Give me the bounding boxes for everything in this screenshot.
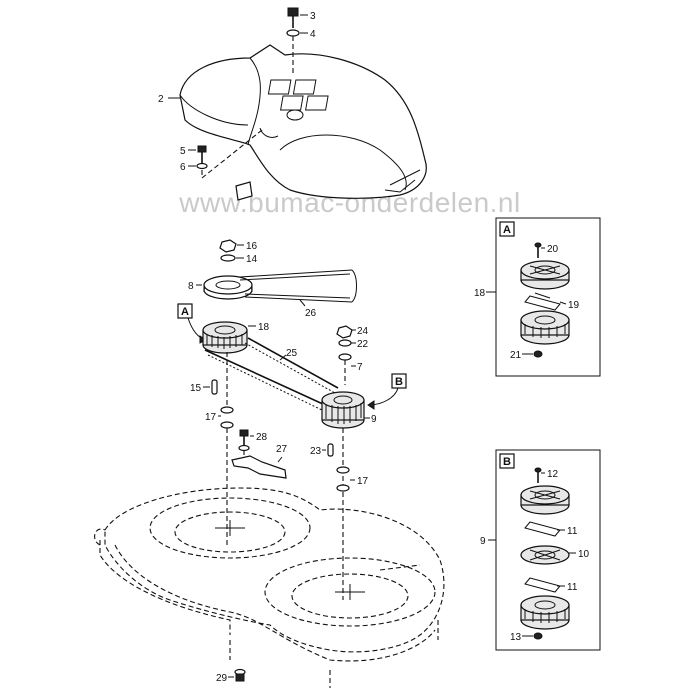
bolt-5	[196, 129, 263, 180]
bolt-3	[286, 7, 300, 75]
label-17-left: 17	[205, 412, 217, 423]
label-23: 23	[310, 446, 322, 457]
label-2: 2	[158, 94, 164, 105]
label-29: 29	[216, 673, 228, 684]
nut-16	[219, 239, 237, 262]
box-b-label-13: 13	[510, 632, 522, 643]
callout-b-label: B	[395, 376, 403, 388]
nut-24	[336, 325, 353, 385]
detail-box-a-letter: A	[503, 224, 511, 236]
label-9: 9	[371, 414, 377, 425]
label-4: 4	[310, 29, 316, 40]
label-26: 26	[305, 308, 317, 319]
detail-box-b-letter: B	[503, 456, 511, 468]
box-b-label-12: 12	[547, 469, 559, 480]
box-a-label-18: 18	[474, 288, 486, 299]
label-28: 28	[256, 432, 268, 443]
box-b-label-11-top: 11	[567, 526, 578, 537]
callout-b	[391, 373, 407, 389]
label-22: 22	[357, 339, 369, 350]
label-8: 8	[188, 281, 194, 292]
callout-a	[177, 303, 193, 319]
box-b-label-11-bottom: 11	[567, 582, 578, 593]
label-17-right: 17	[357, 476, 369, 487]
callout-a-label: A	[181, 306, 189, 318]
box-b-label-9: 9	[480, 536, 486, 547]
pin-15	[211, 379, 218, 395]
box-a-label-21: 21	[510, 350, 522, 361]
mower-cover	[179, 44, 427, 199]
label-5: 5	[180, 146, 186, 157]
label-15: 15	[190, 383, 202, 394]
pin-23	[327, 443, 334, 457]
label-16: 16	[246, 241, 258, 252]
bolt-29	[234, 668, 246, 682]
gear-pulley-18	[202, 321, 248, 354]
washer-17-right	[336, 466, 350, 474]
label-7: 7	[357, 362, 363, 373]
box-a-label-19: 19	[568, 300, 580, 311]
label-14: 14	[246, 254, 258, 265]
gear-pulley-9	[321, 391, 365, 429]
box-b-label-10: 10	[578, 549, 590, 560]
mower-deck	[94, 487, 445, 688]
detail-box-b: B	[495, 449, 601, 651]
clip	[235, 181, 253, 201]
box-a-label-20: 20	[547, 244, 559, 255]
label-27: 27	[276, 444, 288, 455]
label-6: 6	[180, 162, 186, 173]
label-25: 25	[286, 348, 298, 359]
pulley-8	[203, 275, 253, 300]
label-3: 3	[310, 11, 316, 22]
label-24: 24	[357, 326, 369, 337]
detail-box-a: A	[495, 217, 601, 377]
belt-26	[239, 269, 357, 303]
bracket-27	[231, 455, 287, 479]
washer-17-left	[220, 406, 234, 414]
label-18: 18	[258, 322, 270, 333]
